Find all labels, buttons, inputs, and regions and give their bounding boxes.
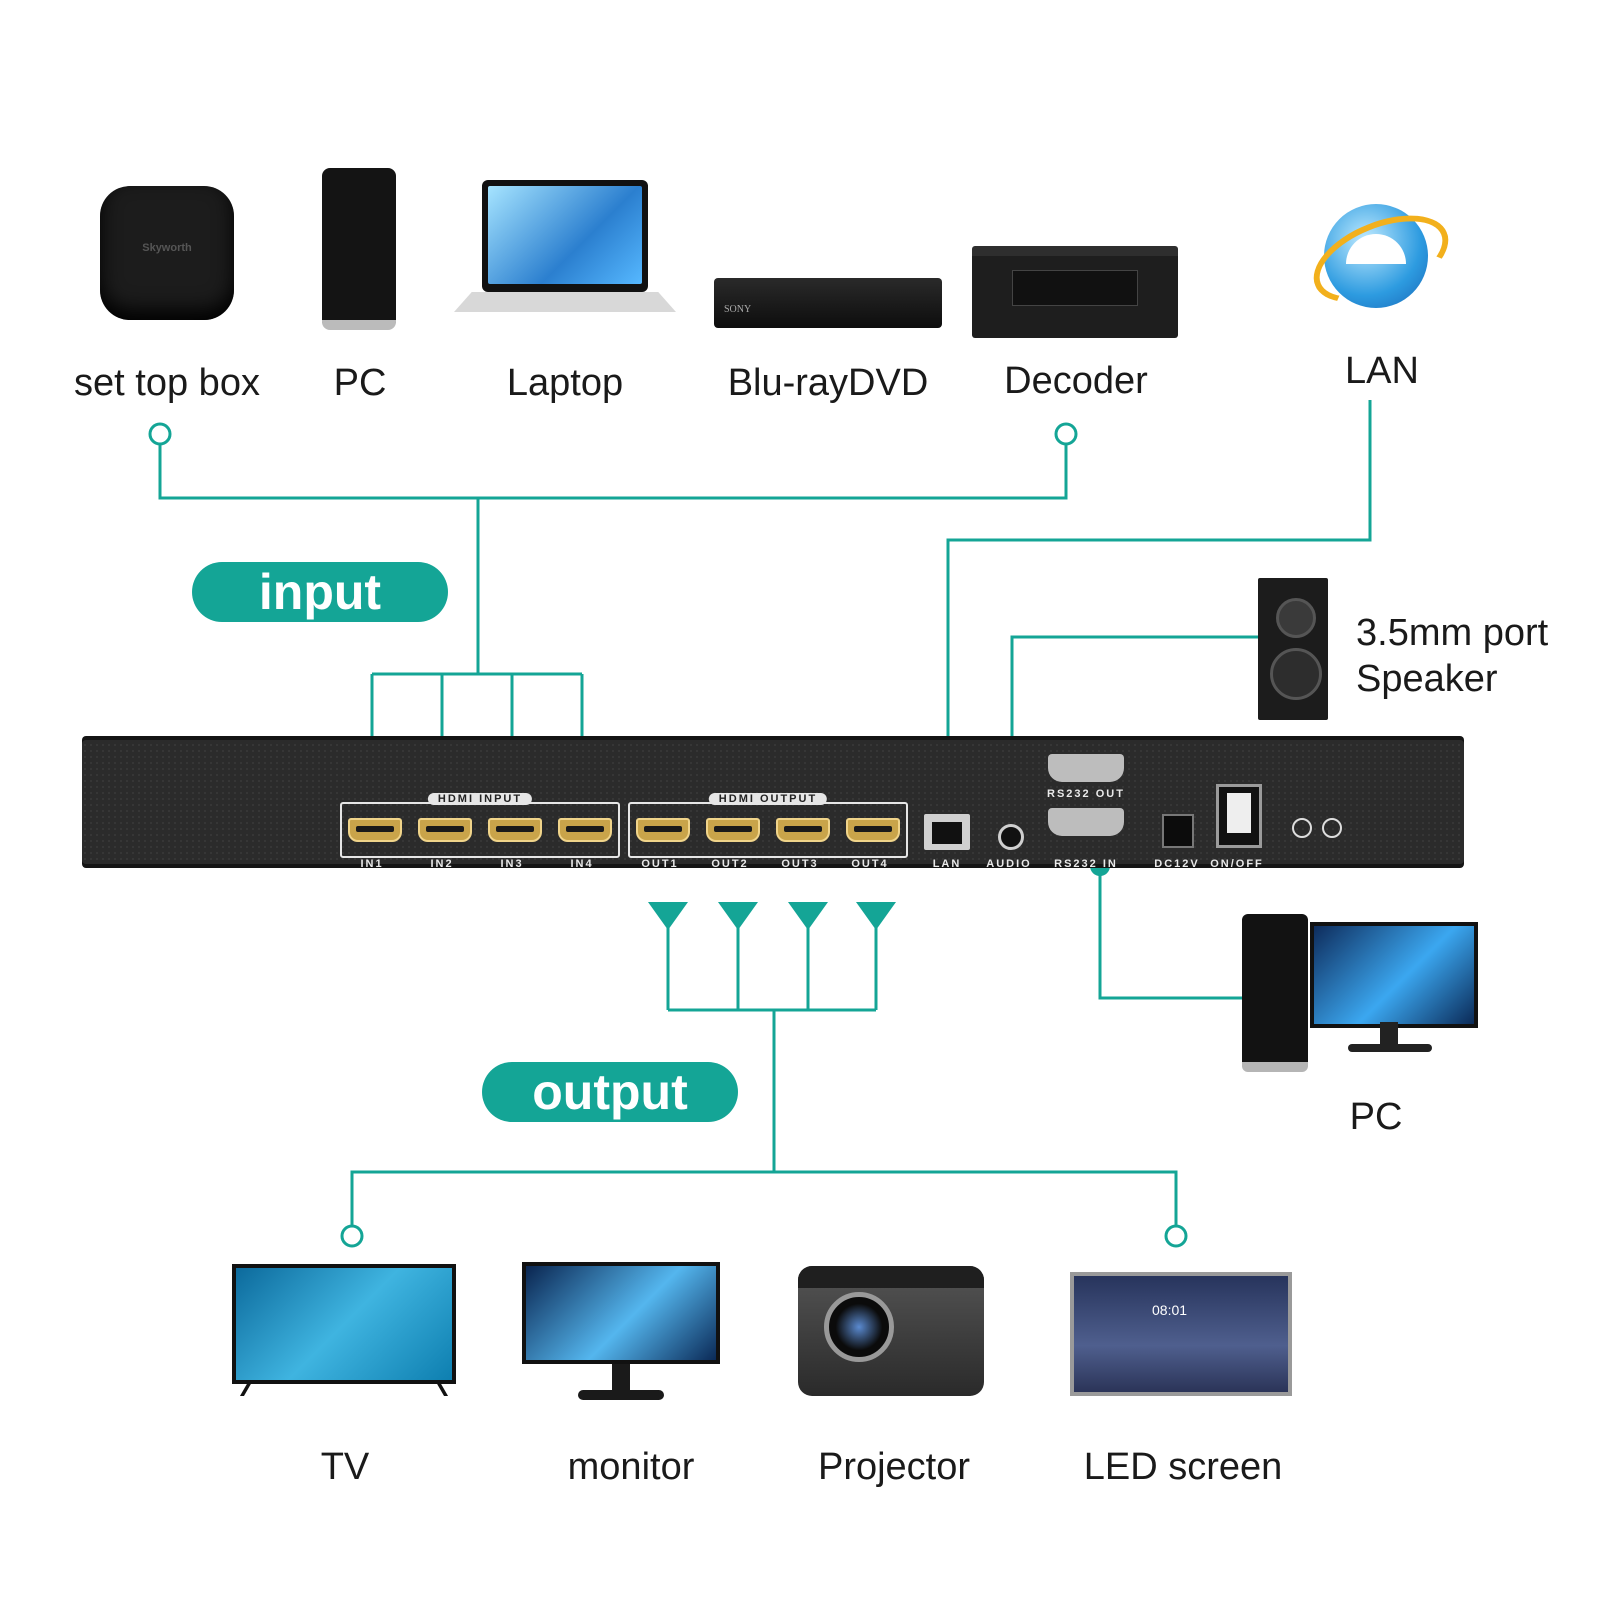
label-dc: DC12V bbox=[1154, 858, 1200, 870]
label-out1: OUT1 bbox=[641, 858, 679, 870]
label-in3: IN3 bbox=[500, 858, 524, 870]
rs232-wire bbox=[1098, 866, 1246, 1000]
label-rs232-in: RS232 IN bbox=[1054, 858, 1118, 870]
ground-terminal-icon bbox=[1322, 818, 1342, 838]
label-lan-port: LAN bbox=[932, 858, 962, 870]
arrow-out3 bbox=[788, 902, 828, 930]
label-out4: OUT4 bbox=[851, 858, 889, 870]
projector-image bbox=[798, 1266, 984, 1396]
label-out2: OUT2 bbox=[711, 858, 749, 870]
label-lan: LAN bbox=[1345, 350, 1419, 392]
brand-label: SONY bbox=[724, 304, 752, 315]
label-laptop: Laptop bbox=[506, 362, 624, 404]
laptop-image bbox=[454, 180, 676, 332]
label-in4: IN4 bbox=[570, 858, 594, 870]
label-out3: OUT3 bbox=[781, 858, 819, 870]
label-rs232-out: RS232 OUT bbox=[1047, 788, 1125, 800]
hdmi-output-title: HDMI OUTPUT bbox=[708, 793, 828, 805]
decoder-image bbox=[972, 246, 1178, 338]
hdmi-port-in1[interactable] bbox=[348, 818, 402, 842]
hdmi-input-title: HDMI INPUT bbox=[427, 793, 533, 805]
tv-node bbox=[340, 1224, 364, 1248]
arrow-out1 bbox=[648, 902, 688, 930]
set-top-box-image: Skyworth bbox=[100, 186, 234, 320]
bluray-player-image: SONY bbox=[714, 278, 942, 328]
ground-icon bbox=[1292, 818, 1312, 838]
lan-wire bbox=[946, 400, 1372, 788]
label-in1: IN1 bbox=[360, 858, 384, 870]
power-switch[interactable] bbox=[1216, 784, 1262, 848]
speaker-image bbox=[1258, 578, 1328, 720]
label-decoder: Decoder bbox=[1004, 360, 1148, 402]
pc-tower-image bbox=[322, 168, 396, 330]
monitor-image bbox=[522, 1262, 720, 1404]
arrow-out2 bbox=[718, 902, 758, 930]
hdmi-port-out1[interactable] bbox=[636, 818, 690, 842]
speaker-label-line1: 3.5mm port bbox=[1356, 612, 1549, 654]
hdmi-port-in4[interactable] bbox=[558, 818, 612, 842]
ie-icon bbox=[1301, 198, 1461, 320]
led-node bbox=[1164, 1224, 1188, 1248]
label-audio: AUDIO bbox=[986, 858, 1032, 870]
led-clock: 08:01 bbox=[1152, 1302, 1188, 1318]
input-pill: input bbox=[192, 562, 448, 622]
hdmi-port-out2[interactable] bbox=[706, 818, 760, 842]
speaker-label-line2: Speaker bbox=[1356, 658, 1498, 700]
label-bluray: Blu-rayDVD bbox=[727, 362, 929, 404]
lan-port[interactable] bbox=[924, 814, 970, 850]
label-control-pc: PC bbox=[1349, 1096, 1403, 1138]
control-pc-image bbox=[1242, 914, 1478, 1072]
label-projector: Projector bbox=[817, 1446, 971, 1488]
label-onoff: ON/OFF bbox=[1210, 858, 1264, 870]
hdmi-port-out4[interactable] bbox=[846, 818, 900, 842]
label-led-screen: LED screen bbox=[1083, 1446, 1283, 1488]
hdmi-output-group: HDMI OUTPUT bbox=[628, 793, 908, 858]
hdmi-port-in2[interactable] bbox=[418, 818, 472, 842]
label-pc: PC bbox=[333, 362, 387, 404]
hdmi-input-group: HDMI INPUT bbox=[340, 793, 620, 858]
label-in2: IN2 bbox=[430, 858, 454, 870]
rs232-out-port[interactable] bbox=[1048, 754, 1124, 782]
output-wire bbox=[350, 1170, 1178, 1232]
output-pill: output bbox=[482, 1062, 738, 1122]
stb-node bbox=[148, 422, 172, 446]
label-tv: TV bbox=[320, 1446, 370, 1488]
input-wire bbox=[158, 434, 1068, 500]
dc-power-jack[interactable] bbox=[1162, 814, 1194, 848]
label-monitor: monitor bbox=[567, 1446, 695, 1488]
brand-label: Skyworth bbox=[142, 242, 192, 254]
tv-image bbox=[232, 1264, 456, 1398]
audio-jack[interactable] bbox=[998, 824, 1024, 850]
led-screen-image: 08:01 bbox=[1070, 1272, 1292, 1396]
decoder-node bbox=[1054, 422, 1078, 446]
label-set-top-box: set top box bbox=[74, 362, 260, 404]
arrow-out4 bbox=[856, 902, 896, 930]
hdmi-matrix-panel: HDMI INPUT IN1 IN2 IN3 IN4 HDMI OUTPUT O… bbox=[82, 736, 1464, 870]
hdmi-port-in3[interactable] bbox=[488, 818, 542, 842]
hdmi-port-out3[interactable] bbox=[776, 818, 830, 842]
rs232-in-port[interactable] bbox=[1048, 808, 1124, 836]
